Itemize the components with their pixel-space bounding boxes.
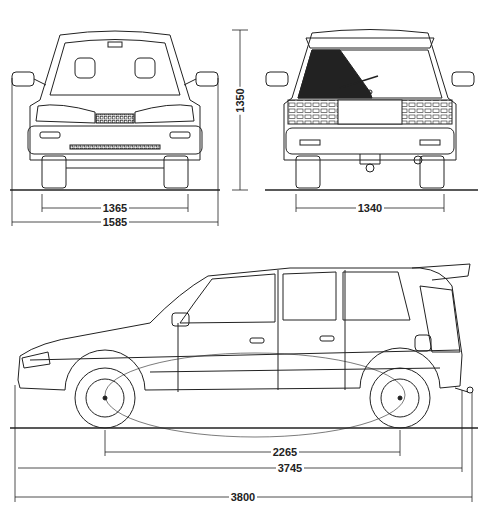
dimension-label: 1340 bbox=[356, 202, 384, 215]
dimension-label: 1365 bbox=[101, 202, 129, 215]
side-view bbox=[10, 264, 478, 437]
dimension-label: 1350 bbox=[233, 86, 246, 114]
dimension-lines bbox=[12, 30, 472, 502]
dimension-label: 3745 bbox=[276, 462, 304, 475]
dimension-label: 3800 bbox=[229, 491, 257, 504]
dimension-label: 1585 bbox=[101, 216, 129, 229]
front-view bbox=[10, 31, 220, 190]
dimension-label: 2265 bbox=[271, 446, 299, 459]
rear-view bbox=[265, 30, 478, 191]
